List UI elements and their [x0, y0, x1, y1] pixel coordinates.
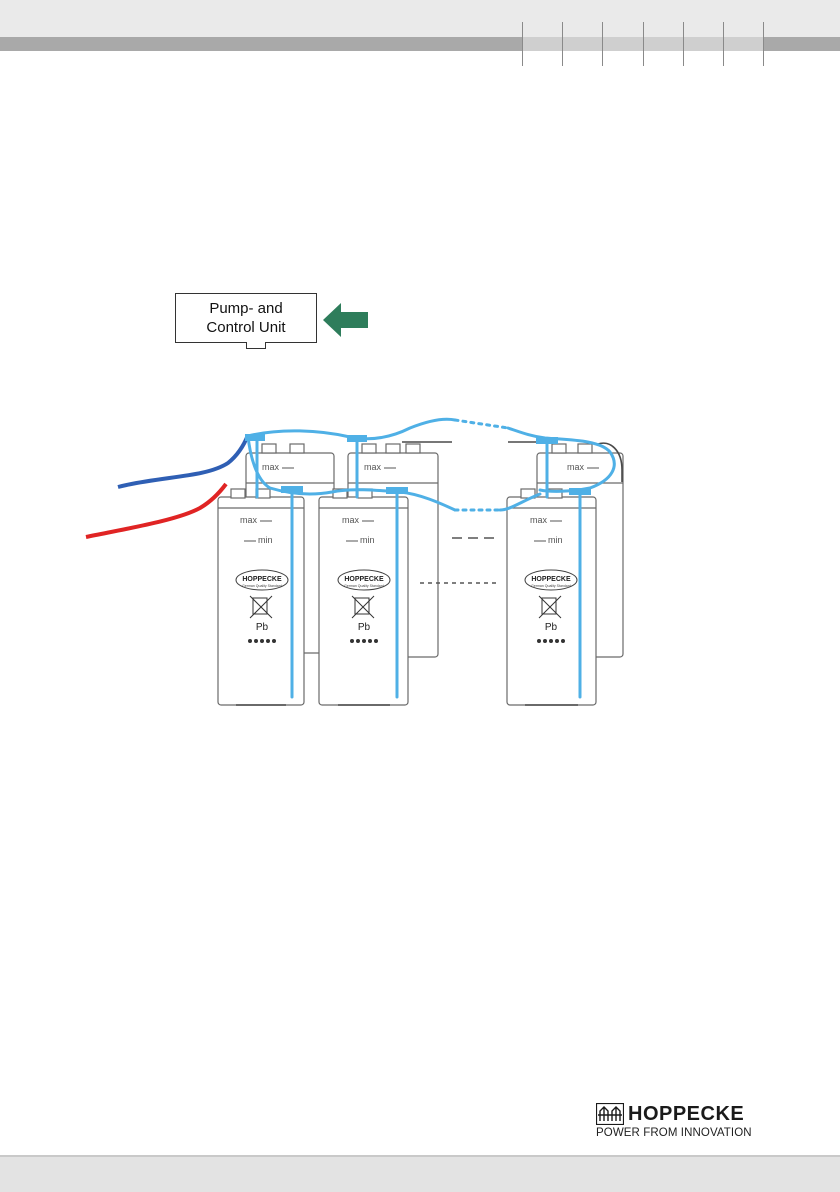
pointer-arrow-icon	[323, 303, 369, 337]
cell-badge-brand: HOPPECKE	[242, 576, 282, 583]
cell-badge-brand: HOPPECKE	[531, 576, 571, 583]
header-grid-line	[522, 22, 523, 66]
level-max-label: max	[262, 462, 280, 472]
pump-label-line2: Control Unit	[206, 318, 285, 337]
header-grid-line	[562, 22, 563, 66]
lead-symbol: Pb	[545, 622, 558, 633]
level-max-label: max	[530, 515, 548, 525]
footer-bar	[0, 1155, 840, 1192]
header-grid-line	[683, 22, 684, 66]
level-min-label: min	[548, 535, 563, 545]
supply-hose-blue	[118, 435, 248, 487]
header-grid-line	[643, 22, 644, 66]
level-max-label: max	[364, 462, 382, 472]
lead-symbol: Pb	[256, 622, 269, 633]
logo-tagline: POWER FROM INNOVATION	[596, 1127, 752, 1139]
cell-badge-sub: German Quality Standard	[531, 584, 571, 588]
logo-wordmark: HOPPECKE	[628, 1103, 744, 1126]
cell-badge-sub: German Quality Standard	[344, 584, 384, 588]
level-min-label: min	[360, 535, 375, 545]
header-grid-line	[763, 22, 764, 66]
cell-badge-sub: German Quality Standard	[242, 584, 282, 588]
header-bar	[0, 0, 840, 66]
hoppecke-logo-icon	[596, 1103, 624, 1125]
header-grid-line	[723, 22, 724, 66]
cell-badge-brand: HOPPECKE	[344, 576, 384, 583]
level-min-label: min	[258, 535, 273, 545]
supply-hose-red	[86, 484, 226, 537]
battery-tubing-diagram: max max max	[0, 400, 840, 720]
level-max-label: max	[567, 462, 585, 472]
level-max-label: max	[240, 515, 258, 525]
hoppecke-logo: HOPPECKE POWER FROM INNOVATION	[596, 1103, 768, 1143]
header-grid	[522, 22, 764, 66]
pump-control-unit-box: Pump- and Control Unit	[175, 293, 317, 343]
lead-symbol: Pb	[358, 622, 371, 633]
pump-label-line1: Pump- and	[209, 299, 282, 318]
level-max-label: max	[342, 515, 360, 525]
footer-divider	[0, 1155, 840, 1157]
header-grid-line	[602, 22, 603, 66]
pump-connector-tab	[246, 342, 266, 349]
